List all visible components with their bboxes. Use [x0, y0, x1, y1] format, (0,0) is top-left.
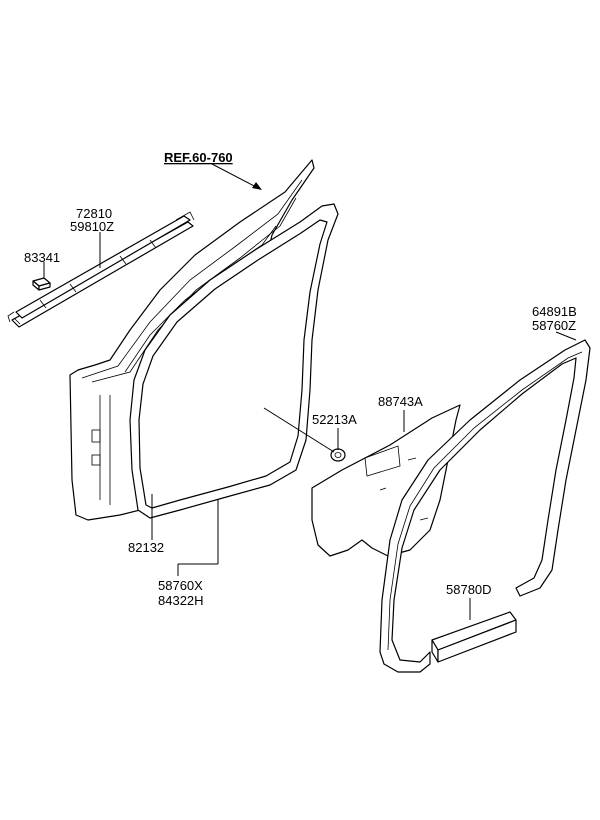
part-number-59810z: 59810Z	[70, 219, 114, 234]
body-weatherstrip	[379, 339, 591, 673]
plug-52213a	[330, 448, 346, 462]
window-channel	[7, 211, 195, 328]
part-number-58780d: 58780D	[446, 582, 492, 597]
door-weatherstrip	[129, 203, 339, 519]
part-labels: REF.60-760 72810 59810Z 83341 82132 5876…	[24, 150, 577, 608]
part-number-82132: 82132	[128, 540, 164, 555]
part-number-52213a: 52213A	[312, 412, 357, 427]
part-number-72810: 72810	[76, 206, 112, 221]
part-number-84322h: 84322H	[158, 593, 204, 608]
ref-label: REF.60-760	[164, 150, 233, 165]
part-number-64891b: 64891B	[532, 304, 577, 319]
clip-83341	[32, 277, 51, 291]
lower-strip	[431, 611, 517, 663]
part-number-88743a: 88743A	[378, 394, 423, 409]
leader-lines	[43, 163, 577, 620]
part-number-58760x: 58760X	[158, 578, 203, 593]
part-number-83341: 83341	[24, 250, 60, 265]
sealing-cover	[311, 404, 461, 557]
part-number-58760z: 58760Z	[532, 318, 576, 333]
